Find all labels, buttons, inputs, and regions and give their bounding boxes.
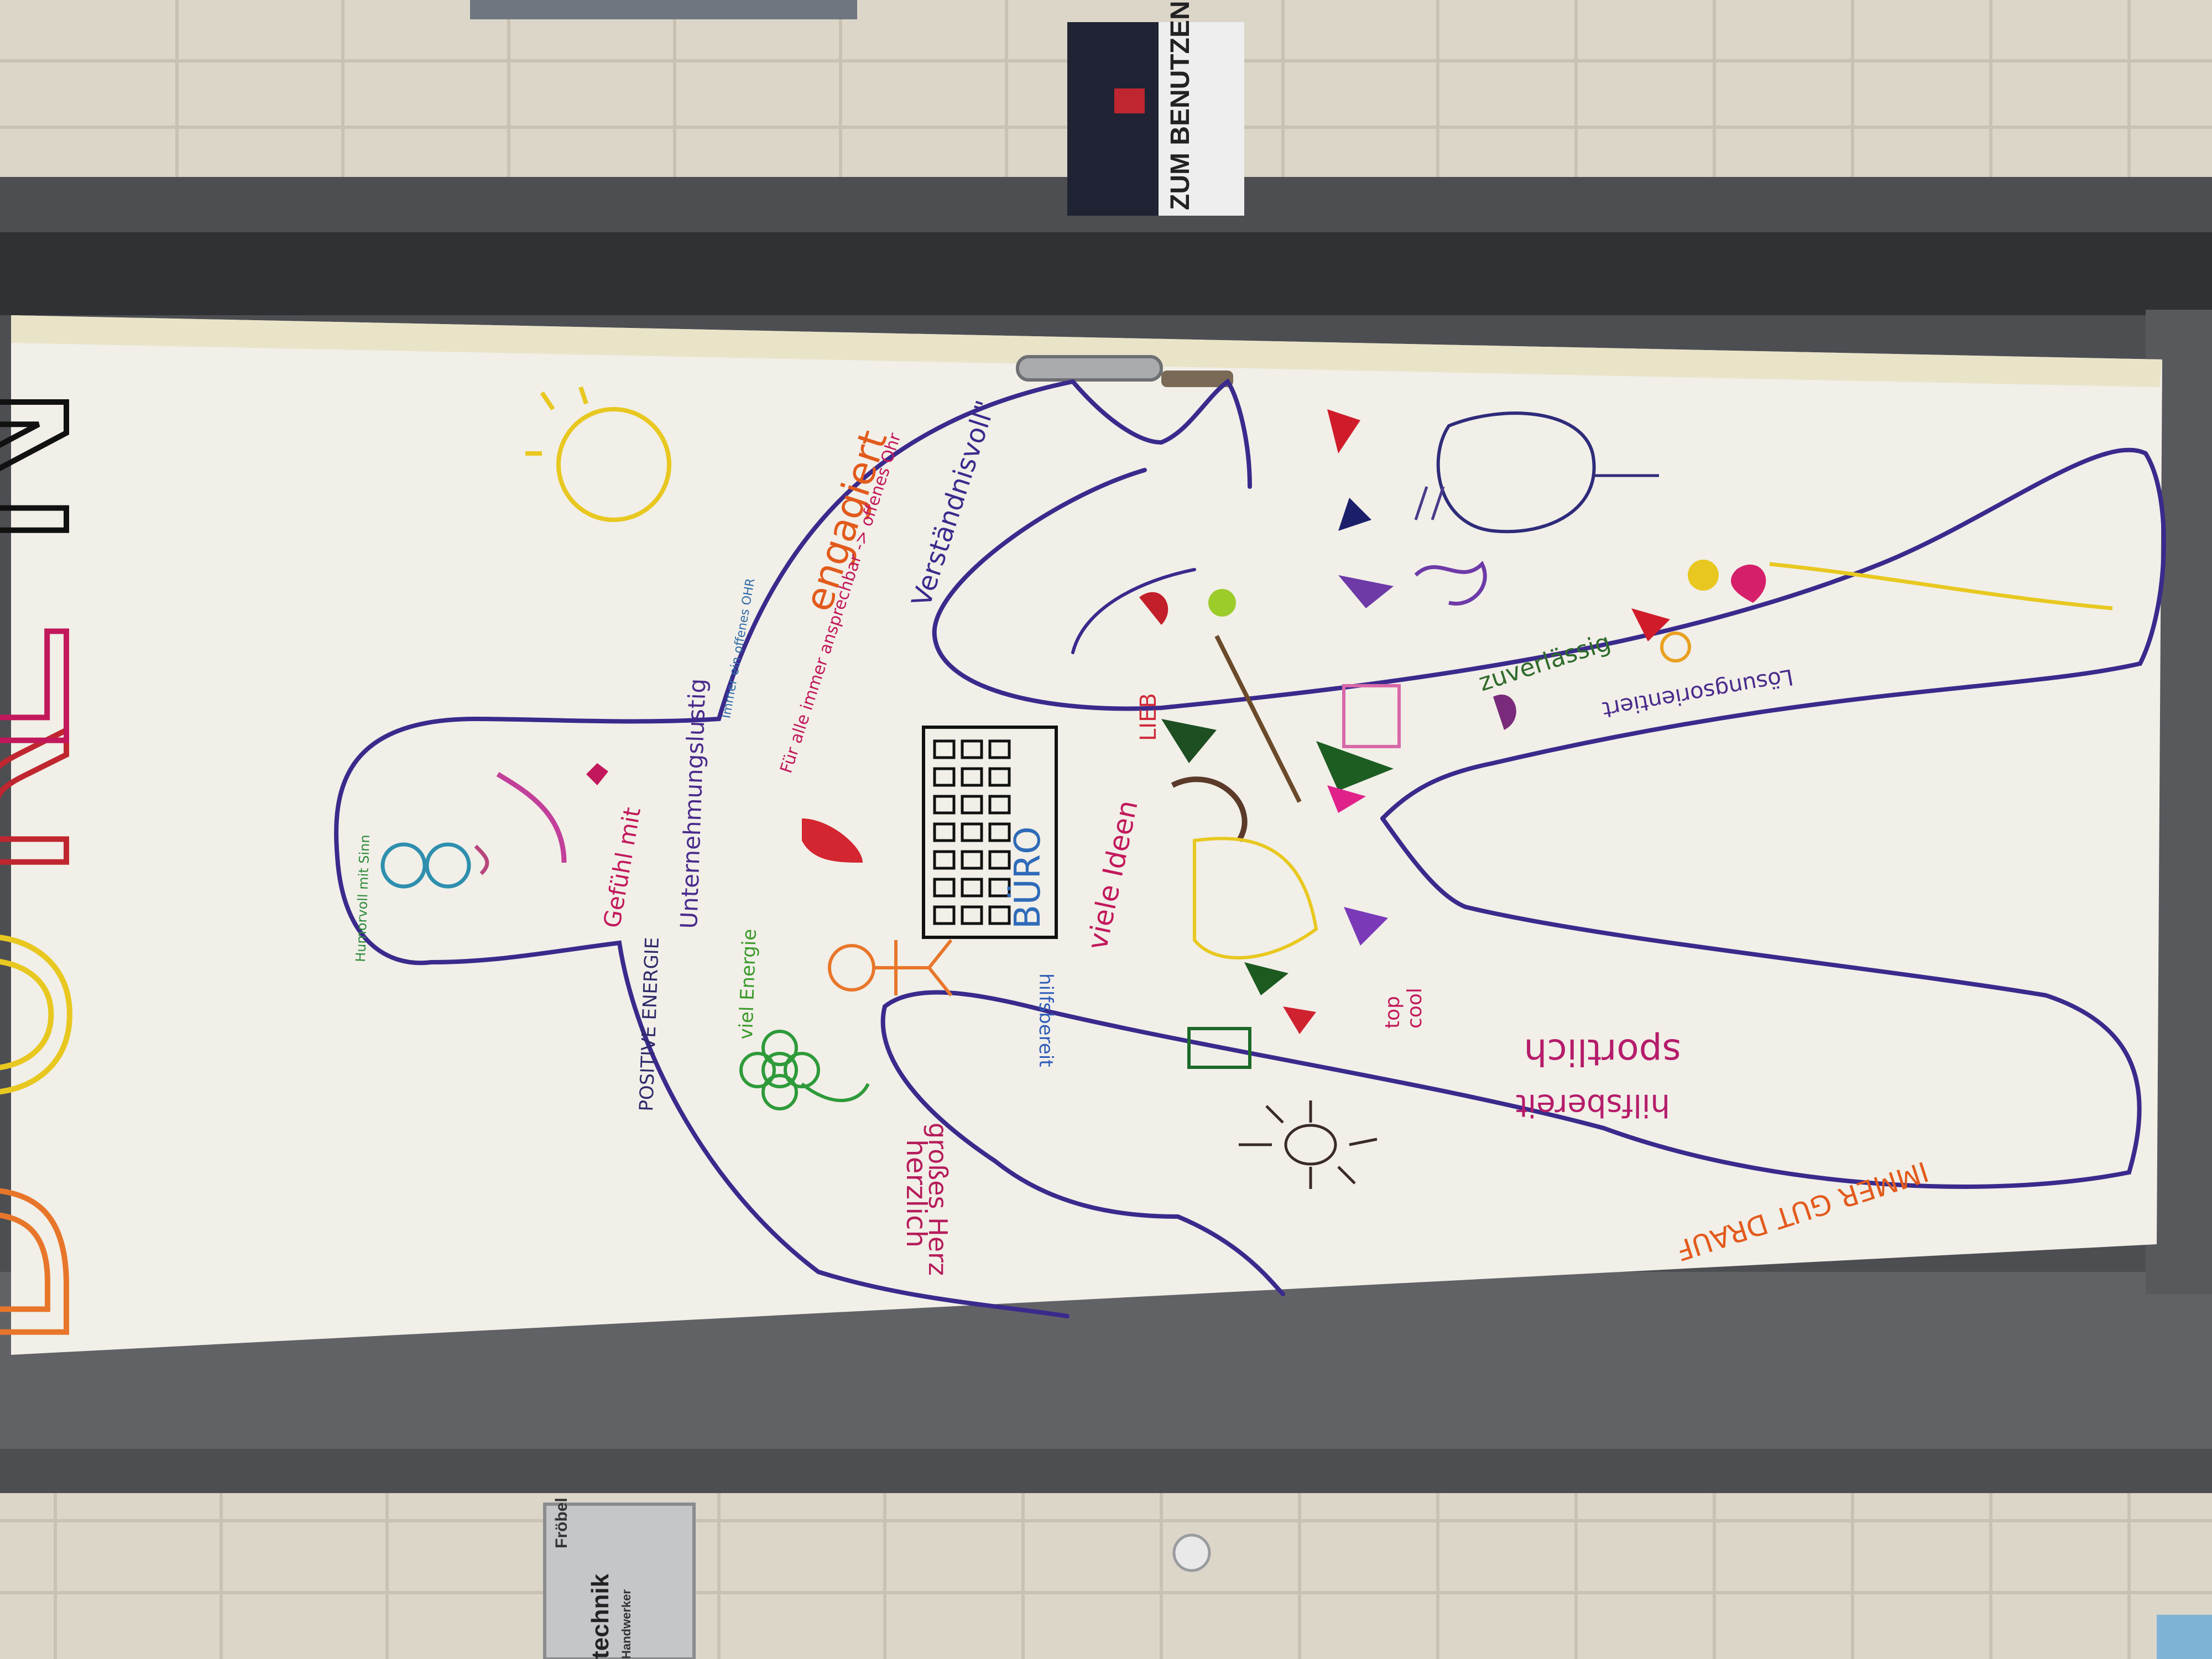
handle-rosette [1161,371,1233,387]
word-grosses-herz: großes Herz [923,1123,953,1276]
word-cool: cool [1404,988,1426,1029]
word-top: top [1381,996,1404,1029]
plate-brand: Fröbel [552,1498,571,1548]
word-lieb: LIEB [1136,693,1161,741]
sun-drawing [525,386,671,522]
title-letter-r: R [0,723,122,885]
masking-tape-top [11,315,2162,387]
wall-button[interactable] [1172,1533,1211,1572]
frame-shadow-top [0,232,2212,315]
smile [496,772,567,863]
title-letter-e: E [0,617,122,763]
picture-frame-edge [470,0,857,19]
word-herzlich: herzlich [900,1139,932,1248]
poster-paper [11,315,2162,1355]
spider-doodle [1239,1100,1378,1189]
word-hilfsbereit-big: hilfsbereit [1516,1087,1670,1123]
scribble-cluster [1139,409,2113,1069]
plate-label: technik [587,1573,614,1659]
small-heart [586,763,608,785]
blue-object [2157,1615,2212,1659]
door-nameplate [543,1503,696,1659]
plate-sublabel: Handwerker [619,1589,633,1659]
body-outline [334,378,2166,1318]
red-heart [802,818,863,863]
word-hilfsbereit-small: hilfsbereit [1035,973,1057,1067]
flower-drawing [739,1030,870,1110]
office-building-drawing [922,726,1058,939]
word-buero: BÜRO [1007,826,1048,929]
word-viel-energie: viel Energie [735,928,761,1040]
title-letter-d: D [0,1176,122,1355]
title-letters: D O R E N [0,377,124,1358]
door-handle[interactable] [1016,355,1163,382]
glasses [380,842,471,889]
title-letter-o: O [0,923,122,1106]
nose [474,844,489,875]
sign-label: ZUM BENUTZEN [1166,1,1195,210]
title-letter-n: N [0,379,122,553]
stick-figure [828,939,953,997]
zum-benutzen-sign [1067,22,1244,216]
word-sportlich: sportlich [1524,1031,1681,1073]
